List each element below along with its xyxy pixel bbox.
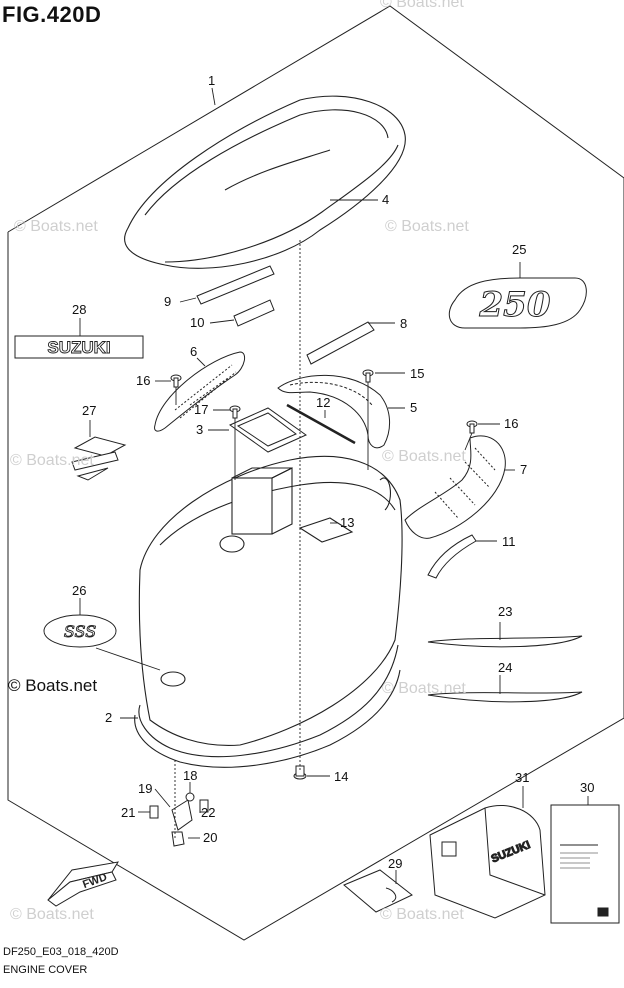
part-14-bolt [293,765,307,780]
callout-16-right: 16 [504,416,518,431]
callout-21: 21 [121,805,135,820]
part-11-strip [427,534,477,579]
callout-31: 31 [515,770,529,785]
callout-3: 3 [196,422,203,437]
callout-28: 28 [72,302,86,317]
part-3-gasket [228,407,308,453]
part-2-lower-cover [134,455,403,768]
part-27-s-emblem [71,436,127,481]
part-7-right-grille [404,435,506,539]
figure-caption: ENGINE COVER [3,964,88,976]
part-19-bracket [171,799,193,831]
leader-lines [79,87,589,884]
watermark-5: © Boats.net [382,448,466,465]
callout-5: 5 [410,400,417,415]
assembly-lines [95,240,473,840]
callout-6: 6 [190,344,197,359]
part-20-nut [171,831,185,847]
watermark-2: © Boats.net [14,218,98,235]
callout-11: 11 [502,534,516,549]
part-5-vent [277,374,390,449]
part-8-strip [306,321,375,365]
callout-14: 14 [334,769,348,784]
part-28-suzuki-decal: SUZUKI [14,335,144,359]
callout-22: 22 [201,805,215,820]
callout-19: 19 [138,781,152,796]
part-31-cover-bag: SUZUKI [429,804,546,919]
badge-suzuki-text: SUZUKI [47,338,110,357]
part-25-250-decal: 250 [448,277,587,329]
callout-27: 27 [82,403,96,418]
badge-250-text: 250 [479,285,551,325]
callout-12: 12 [316,395,330,410]
callout-13: 13 [340,515,354,530]
figure-title: FIG.420D [2,2,102,27]
callout-9: 9 [164,294,171,309]
watermark-dark: © Boats.net [8,676,98,695]
watermark-1: © Boats.net [380,0,464,11]
part-21-screw [149,805,159,819]
callout-7: 7 [520,462,527,477]
part-26-sss-emblem: SSS [43,614,117,648]
callout-18: 18 [183,768,197,783]
watermark-3: © Boats.net [385,218,469,235]
part-29-pack [343,869,413,913]
callout-16-left: 16 [136,373,150,388]
callout-4: 4 [382,192,389,207]
watermark-6: © Boats.net [382,680,466,697]
part-17-screw [229,405,241,419]
watermark-8: © Boats.net [380,906,464,923]
part-24-stripe [427,691,583,703]
callout-2: 2 [105,710,112,725]
callout-26: 26 [72,583,86,598]
part-10-strip [233,299,275,327]
part-16-screw-right [466,420,478,434]
watermark-7: © Boats.net [10,906,94,923]
part-18-washer [185,792,195,802]
part-12-rod [286,403,356,445]
callout-24: 24 [498,660,512,675]
part-23-stripe [427,635,583,648]
callout-20: 20 [203,830,217,845]
callout-25: 25 [512,242,526,257]
part-1-top-cover [124,95,406,269]
callout-1: 1 [208,73,215,88]
callout-29: 29 [388,856,402,871]
badge-sss-text: SSS [64,622,96,641]
figure-code: DF250_E03_018_420D [3,946,119,958]
frame-outline [7,5,624,941]
callout-23: 23 [498,604,512,619]
part-9-strip [196,265,275,305]
callout-15: 15 [410,366,424,381]
part-15-screw [362,369,374,383]
callout-numbers: 1 2 3 4 5 6 7 8 9 10 11 12 13 14 15 16 1… [72,73,594,871]
callout-17: 17 [194,402,208,417]
fwd-arrow-icon: FWD [47,861,119,907]
part-16-screw-left [170,374,182,388]
part-30-manual [550,804,620,924]
callout-10: 10 [190,315,204,330]
watermark-4: © Boats.net [10,452,94,469]
callout-30: 30 [580,780,594,795]
part-6-left-grille [154,351,246,432]
callout-8: 8 [400,316,407,331]
